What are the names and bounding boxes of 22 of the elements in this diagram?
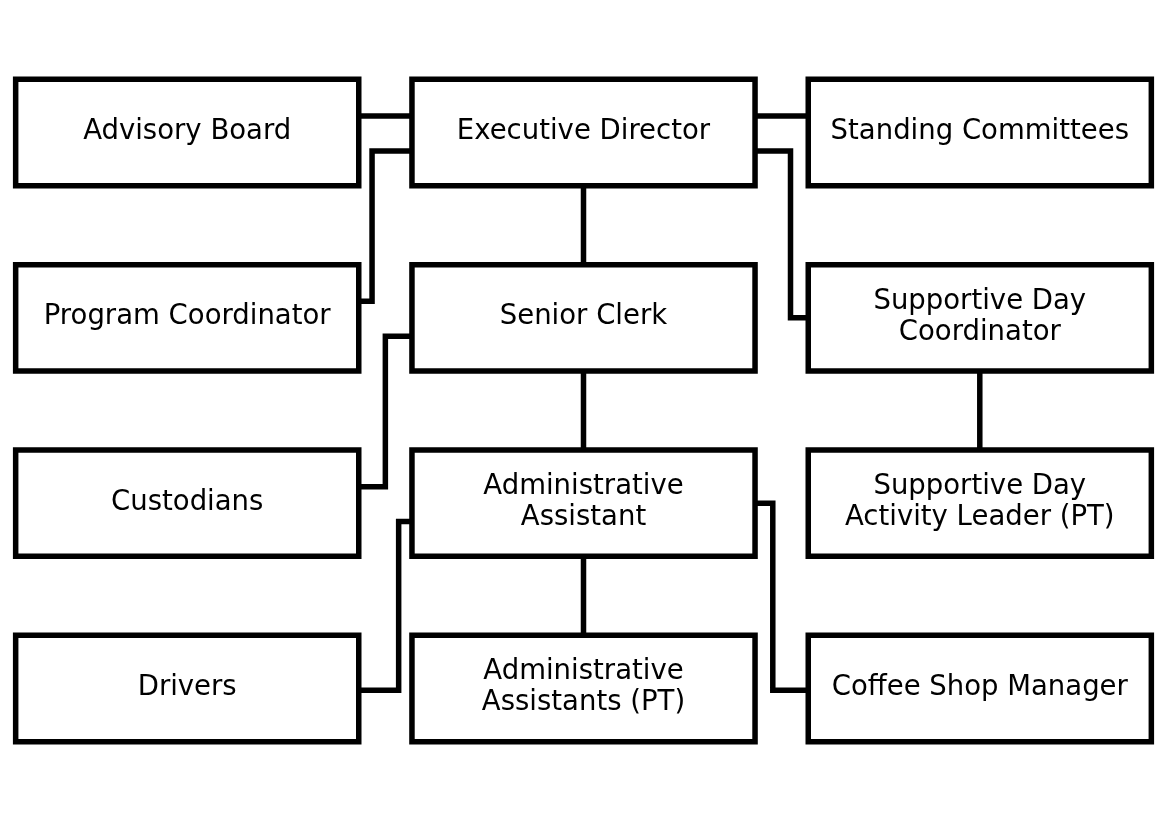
connector	[755, 500, 808, 694]
connector	[358, 518, 412, 694]
connector	[755, 113, 808, 119]
node-box: Senior Clerk	[409, 261, 758, 374]
node-box: Drivers	[12, 632, 362, 745]
connector	[580, 556, 587, 635]
node-box: Program Coordinator	[12, 261, 362, 374]
connector	[755, 148, 808, 321]
node-box: Advisory Board	[12, 76, 362, 189]
node-box: Executive Director	[409, 76, 758, 189]
connector	[580, 371, 587, 450]
connector	[580, 186, 587, 265]
node-box: Administrative Assistant	[409, 447, 758, 560]
connector	[358, 148, 412, 305]
node-box: Supportive Day Coordinator	[805, 261, 1155, 374]
connector	[977, 371, 983, 450]
node-box: Coffee Shop Manager	[805, 632, 1155, 745]
connector	[359, 113, 412, 119]
node-box: Standing Committees	[805, 76, 1155, 189]
node-box: Administrative Assistants (PT)	[409, 632, 758, 745]
node-box: Custodians	[12, 447, 362, 560]
node-box: Supportive Day Activity Leader (PT)	[805, 447, 1155, 560]
